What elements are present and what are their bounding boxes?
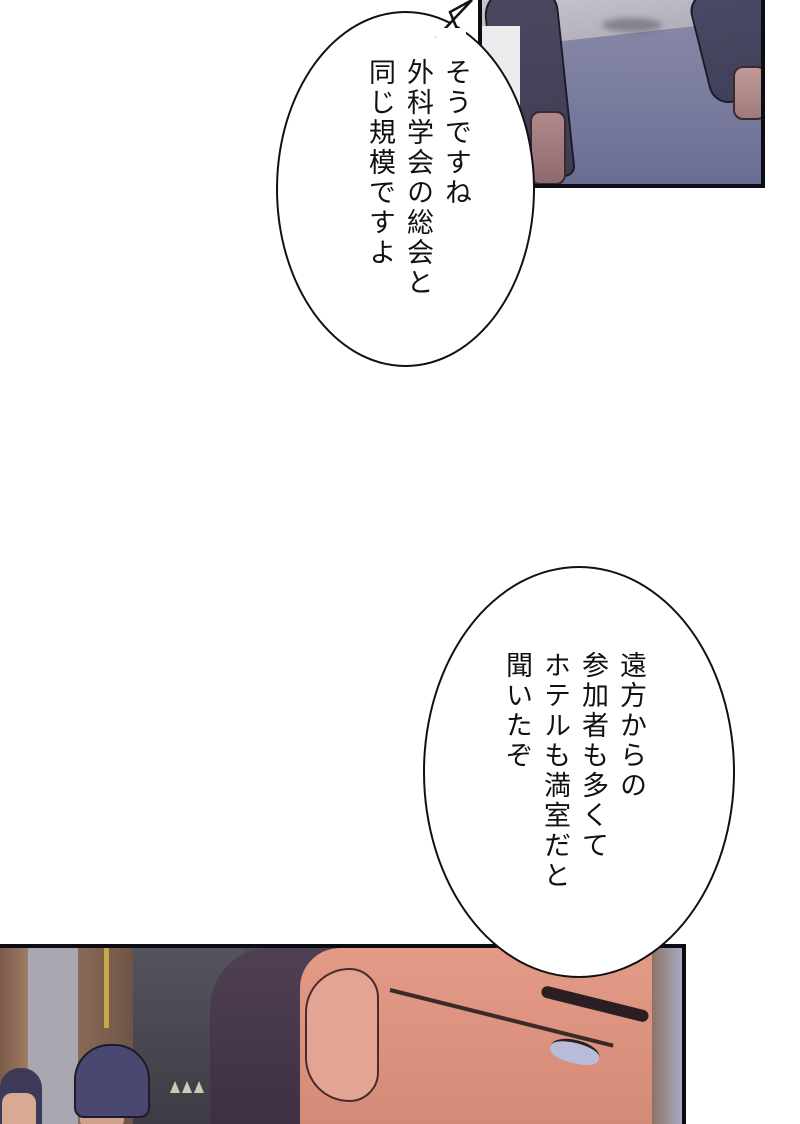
hand-right: [733, 66, 761, 120]
bubble-2-line-3: ホテルも満室だと: [539, 651, 570, 891]
gold-trim: [104, 948, 109, 1028]
speech-bubble-2: [423, 566, 735, 978]
speech-bubble-1: [276, 11, 535, 367]
ear: [305, 968, 379, 1102]
table-shadow: [602, 18, 662, 32]
speech-bubble-2-text: 遠方からの 参加者も多くて ホテルも満室だと 聞いたぞ: [497, 651, 649, 951]
bottom-panel: [0, 944, 686, 1124]
door-edge: [652, 948, 682, 1124]
background-man-1-face: [2, 1093, 36, 1124]
bubble-1-line-1: そうですね: [440, 58, 471, 208]
bubble-1-line-2: 外科学会の総会と: [402, 58, 433, 298]
bubble-1-line-3: 同じ規模ですよ: [364, 58, 395, 268]
bubble-2-line-2: 参加者も多くて: [577, 651, 608, 861]
bubble-2-line-4: 聞いたぞ: [501, 651, 532, 771]
chandelier-lights: [170, 1078, 206, 1093]
speech-bubble-1-text: そうですね 外科学会の総会と 同じ規模ですよ: [360, 58, 474, 358]
bubble-2-line-1: 遠方からの: [615, 651, 646, 801]
bubble-1-tail: [435, 0, 473, 38]
background-man-2-hair: [74, 1044, 150, 1118]
hand-left: [530, 111, 566, 184]
